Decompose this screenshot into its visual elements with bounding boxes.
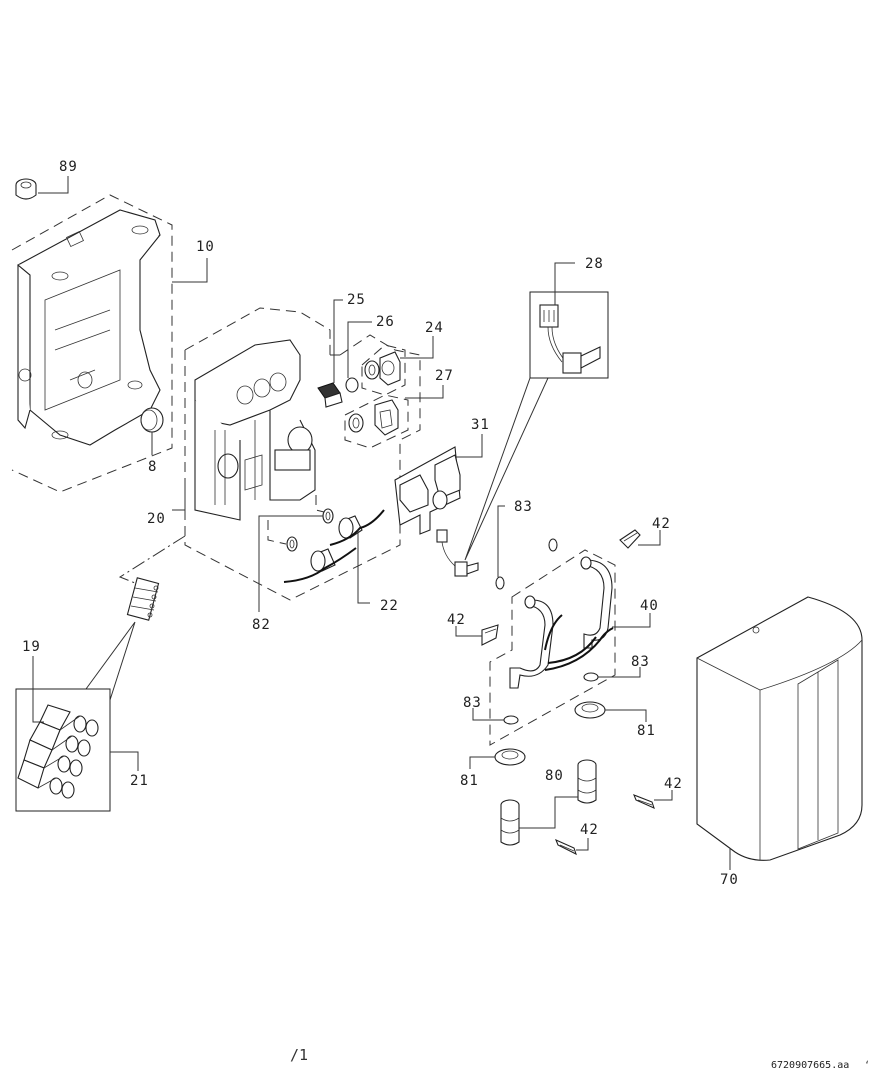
callout-89: 89 (59, 159, 78, 175)
leader-89 (38, 176, 69, 194)
detail-frame-28 (529, 291, 609, 379)
leader-20 (172, 485, 186, 511)
callout-27: 27 (435, 368, 454, 384)
page-number: /1 (290, 1046, 309, 1064)
footer-mark: ʻ (864, 1060, 869, 1071)
callout-26: 26 (376, 314, 395, 330)
part-82-o-ring (286, 508, 334, 552)
leader-26 (347, 321, 372, 378)
part-70-cover (696, 596, 863, 861)
callout-25: 25 (347, 292, 366, 308)
leader-10 (172, 258, 208, 283)
callout-22: 22 (380, 598, 399, 614)
axis-line-19-21 (118, 535, 186, 586)
callout-80: 80 (545, 768, 564, 784)
part-80-connector-b (500, 799, 520, 846)
leader-42b (455, 626, 482, 637)
leader-42c (654, 790, 673, 801)
part-42-clip-a (619, 529, 641, 549)
callout-20: 20 (147, 511, 166, 527)
leader-83a (497, 505, 505, 577)
part-80-connector-a (577, 759, 597, 804)
callout-21: 21 (130, 773, 149, 789)
part-8-plug (140, 407, 164, 433)
callout-10: 10 (196, 239, 215, 255)
callout-42d: 42 (580, 822, 599, 838)
part-20-hydraulic-block (194, 339, 316, 521)
leader-31 (455, 434, 483, 458)
part-24-valve-insert (361, 344, 406, 396)
leader-80 (519, 796, 578, 829)
callout-31: 31 (471, 417, 490, 433)
leader-82 (258, 515, 323, 612)
part-27-valve-insert (344, 394, 409, 449)
callout-83b: 83 (631, 654, 650, 670)
part-40-pipe-set (509, 556, 614, 689)
group-outline-10 (11, 194, 173, 493)
leader-42a (638, 530, 661, 546)
part-terminal-small (126, 577, 160, 621)
callout-81b: 81 (460, 773, 479, 789)
group-outline-24-27 (339, 334, 421, 470)
leader-28 (554, 262, 575, 305)
part-83-o-ring-c (503, 715, 519, 725)
leader-22 (357, 530, 370, 604)
detail-pointer-21 (85, 621, 136, 701)
leader-81b (469, 756, 495, 769)
leader-21 (110, 751, 139, 771)
callout-83a: 83 (514, 499, 533, 515)
callout-83c: 83 (463, 695, 482, 711)
part-42-clip-b (481, 624, 499, 646)
group-outline-20 (184, 307, 401, 601)
callout-70: 70 (720, 872, 739, 888)
leader-27 (405, 385, 444, 399)
part-42-clip-d (554, 838, 577, 856)
callout-40: 40 (640, 598, 659, 614)
part-25-filter (317, 382, 343, 408)
callout-82: 82 (252, 617, 271, 633)
callout-28: 28 (585, 256, 604, 272)
part-42-clip-c (633, 794, 655, 810)
part-26-flow-limiter (345, 377, 359, 393)
axis-line-82a (315, 495, 325, 513)
part-22-sensor (283, 509, 385, 583)
leader-83b (598, 667, 641, 678)
callout-24: 24 (425, 320, 444, 336)
part-83-o-ring-b (583, 672, 599, 682)
part-89-cap (15, 178, 37, 200)
part-28-cable-harness (539, 304, 601, 374)
part-81-sleeve-b (494, 748, 526, 766)
leader-40 (612, 613, 651, 628)
part-81-sleeve-a (574, 701, 606, 719)
callout-42c: 42 (664, 776, 683, 792)
leader-42d (576, 838, 589, 851)
part-28-cable-harness-small (436, 529, 479, 577)
callout-42a: 42 (652, 516, 671, 532)
detail-pointer-28 (464, 377, 549, 561)
detail-frame-21 (15, 688, 111, 812)
leader-24 (400, 336, 434, 359)
callout-8: 8 (148, 459, 157, 475)
leader-81a (605, 709, 647, 722)
leader-19 (32, 656, 44, 723)
part-10-mounting-frame (17, 209, 161, 446)
callout-81a: 81 (637, 723, 656, 739)
part-83-o-ring-a (495, 538, 558, 590)
callout-42b: 42 (447, 612, 466, 628)
document-id: 6720907665.aa (771, 1060, 850, 1071)
callout-19: 19 (22, 639, 41, 655)
leader-25 (333, 299, 343, 383)
axis-line-82b (267, 520, 287, 545)
part-31-circuit-board (394, 446, 461, 535)
leader-83c (472, 708, 504, 721)
part-19-terminal (17, 704, 99, 799)
